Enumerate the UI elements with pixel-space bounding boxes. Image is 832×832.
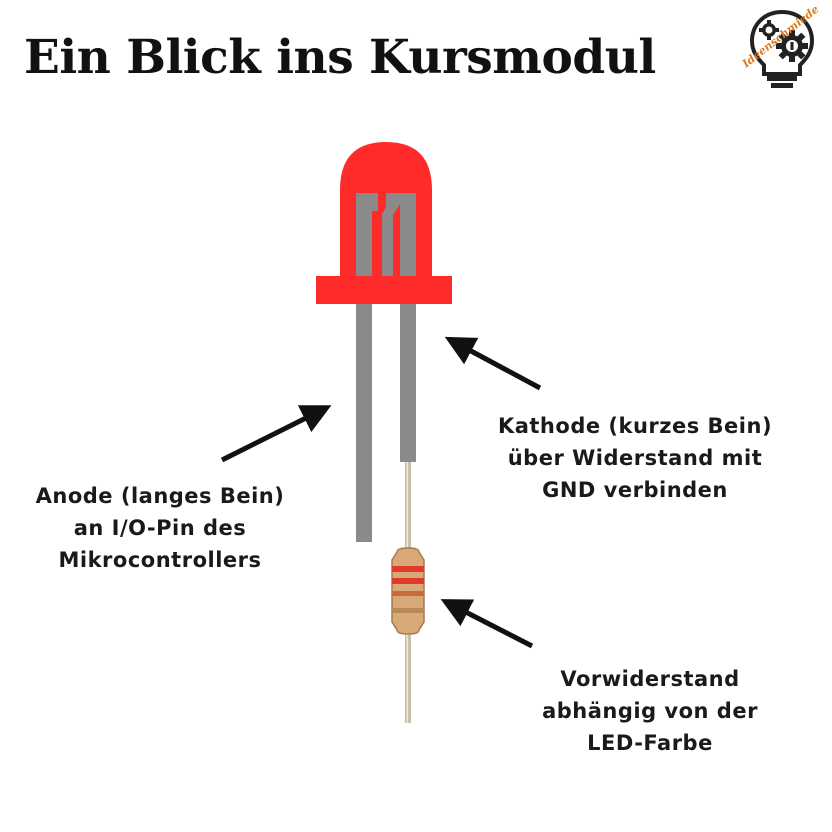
led-cathode-anvil [382, 193, 400, 276]
arrow-anode [220, 405, 332, 463]
resistor-band-1 [392, 566, 424, 572]
resistor-band-4 [392, 608, 424, 613]
kathode-label: Kathode (kurzes Bein) über Widerstand mi… [470, 410, 800, 506]
kathode-label-line-1: Kathode (kurzes Bein) [497, 414, 773, 438]
resistor-band-2 [392, 578, 424, 584]
resistor-label-line-3: LED-Farbe [587, 731, 713, 755]
kathode-label-line-2: über Widerstand mit [507, 446, 763, 470]
resistor-component [391, 462, 425, 723]
kathode-label-line-3: GND verbinden [542, 478, 728, 502]
lightbulb-gears-icon [749, 9, 815, 88]
arrow-resistor [440, 599, 534, 649]
resistor-label-line-2: abhängig von der [542, 699, 758, 723]
page-title: Ein Blick ins Kursmodul [24, 30, 656, 85]
anode-label-line-3: Mikrocontrollers [58, 548, 262, 572]
anode-label-line-1: Anode (langes Bein) [35, 484, 285, 508]
resistor-label-line-1: Vorwiderstand [560, 667, 740, 691]
arrow-kathode [444, 336, 542, 391]
logo: Ideenschmiede [740, 6, 821, 88]
anode-label-line-2: an I/O-Pin des [73, 516, 247, 540]
resistor-label: Vorwiderstand abhängig von der LED-Farbe [500, 663, 800, 759]
led-component [316, 142, 452, 542]
resistor-band-3 [392, 591, 424, 596]
led-anode-post [356, 193, 378, 276]
anode-label: Anode (langes Bein) an I/O-Pin des Mikro… [0, 480, 320, 576]
cathode-leg [400, 304, 416, 462]
led-rim [316, 276, 452, 304]
anode-leg [356, 304, 372, 542]
